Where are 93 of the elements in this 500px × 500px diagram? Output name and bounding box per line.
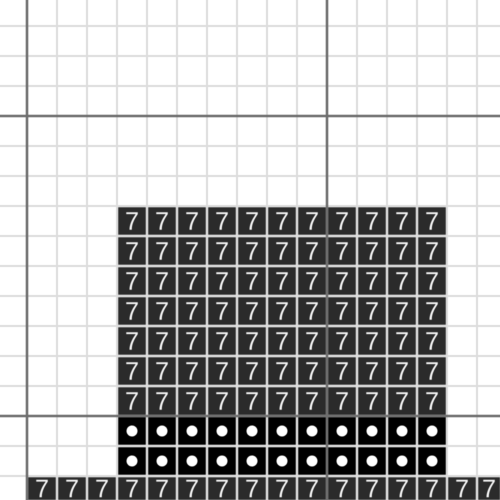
pattern-cell: 7 [208, 207, 236, 235]
pattern-cell: 7 [358, 387, 386, 415]
pattern-cell: 7 [388, 357, 416, 385]
pattern-cell: 7 [118, 237, 146, 265]
pattern-cell: 7 [358, 237, 386, 265]
pattern-cell: 7 [358, 327, 386, 355]
pattern-cell: 7 [148, 477, 176, 500]
pattern-cell: 7 [328, 207, 356, 235]
pattern-cell: 7 [358, 267, 386, 295]
pattern-cell: 7 [148, 297, 176, 325]
pattern-cell: 7 [178, 237, 206, 265]
pattern-cell: 7 [298, 267, 326, 295]
pattern-cell: 7 [208, 297, 236, 325]
pattern-cell: 7 [418, 327, 446, 355]
pattern-cell: 7 [178, 207, 206, 235]
pattern-cell: 7 [328, 267, 356, 295]
pattern-cell: 7 [298, 387, 326, 415]
pattern-cell: 7 [448, 477, 476, 500]
pattern-cell: 7 [118, 387, 146, 415]
pattern-cell: 7 [178, 327, 206, 355]
pattern-cell: 7 [268, 297, 296, 325]
pattern-cell: 7 [148, 207, 176, 235]
pattern-cell: 7 [208, 267, 236, 295]
pattern-cell: 7 [118, 357, 146, 385]
pattern-cell: 7 [298, 477, 326, 500]
pattern-cell: 7 [178, 357, 206, 385]
pattern-cell: 7 [238, 207, 266, 235]
pattern-cell: 7 [388, 297, 416, 325]
pattern-cell: 7 [118, 327, 146, 355]
pattern-cell: 7 [148, 237, 176, 265]
pattern-cell: 7 [268, 357, 296, 385]
pattern-cell: 7 [328, 357, 356, 385]
pattern-cell: 7 [388, 477, 416, 500]
pattern-cell: 7 [208, 387, 236, 415]
pattern-cell: 7 [418, 297, 446, 325]
pattern-cell: 7 [268, 327, 296, 355]
pattern-cell: 7 [268, 207, 296, 235]
pattern-cell: 7 [478, 477, 500, 500]
pattern-cell: 7 [178, 387, 206, 415]
pattern-cell: 7 [418, 237, 446, 265]
pattern-cell: 7 [388, 237, 416, 265]
pattern-cell: 7 [148, 267, 176, 295]
pattern-cell: 7 [358, 357, 386, 385]
pattern-cell: 7 [238, 297, 266, 325]
pattern-cell: 7 [298, 297, 326, 325]
pattern-cell: 7 [148, 327, 176, 355]
pattern-cell: 7 [358, 477, 386, 500]
pattern-cell: 7 [298, 327, 326, 355]
pattern-cell: 7 [148, 387, 176, 415]
pattern-cell: 7 [298, 237, 326, 265]
pattern-cell: 7 [178, 267, 206, 295]
pattern-cell: 7 [418, 477, 446, 500]
pattern-cell: 7 [298, 207, 326, 235]
pattern-cell: 7 [358, 297, 386, 325]
pattern-cell: 7 [268, 387, 296, 415]
pattern-cell: 7 [238, 387, 266, 415]
pattern-cell: 7 [178, 477, 206, 500]
pattern-cell: 7 [208, 477, 236, 500]
pattern-cell: 7 [118, 297, 146, 325]
pattern-cell: 7 [238, 357, 266, 385]
pattern-cell: 7 [208, 327, 236, 355]
pattern-cell: 7 [238, 267, 266, 295]
pattern-cell: 7 [238, 477, 266, 500]
pattern-cell: 7 [388, 207, 416, 235]
pattern-cell: 7 [328, 387, 356, 415]
pattern-cell: 7 [418, 267, 446, 295]
pattern-cell: 7 [148, 357, 176, 385]
pattern-cell: 7 [178, 297, 206, 325]
pattern-cell: 7 [238, 237, 266, 265]
pattern-cell: 7 [268, 477, 296, 500]
pattern-cell: 7 [418, 387, 446, 415]
pattern-cell: 7 [268, 237, 296, 265]
pattern-cell: 7 [388, 387, 416, 415]
pattern-cell: 7 [328, 327, 356, 355]
pattern-cell: 7 [28, 477, 56, 500]
pattern-cell: 7 [118, 477, 146, 500]
pattern-cell: 7 [418, 207, 446, 235]
pattern-cell: 7 [328, 237, 356, 265]
pattern-cell: 7 [208, 237, 236, 265]
pattern-cell: 7 [58, 477, 86, 500]
pattern-cell: 7 [388, 267, 416, 295]
pattern-cell: 7 [238, 327, 266, 355]
pattern-cell: 7 [298, 357, 326, 385]
pattern-cell: 7 [418, 357, 446, 385]
pattern-cell: 7 [268, 267, 296, 295]
pattern-cell: 7 [328, 477, 356, 500]
pattern-cell: 7 [118, 267, 146, 295]
pattern-cell: 7 [328, 297, 356, 325]
pattern-cell: 7 [118, 207, 146, 235]
pattern-cell: 7 [358, 207, 386, 235]
pattern-cell: 7 [388, 327, 416, 355]
pattern-cell: 7 [208, 357, 236, 385]
pattern-cell: 7 [88, 477, 116, 500]
